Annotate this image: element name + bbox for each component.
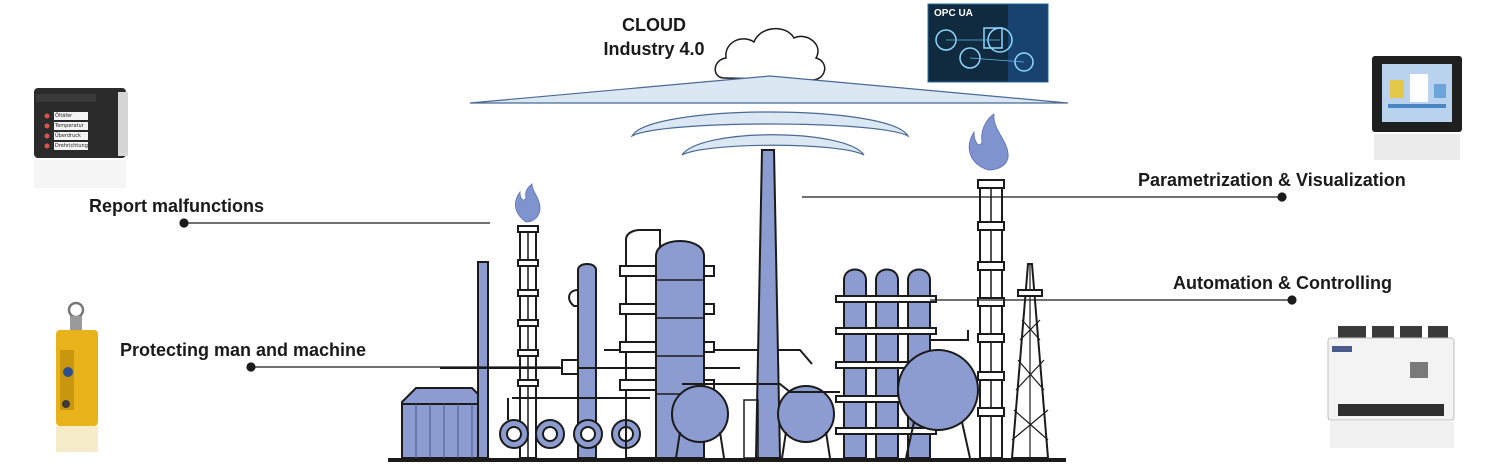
flame-icon (515, 183, 541, 223)
automation-controlling-label: Automation & Controlling (1173, 273, 1392, 293)
hmi-panel-image (1372, 56, 1462, 160)
cloud-title-line1: CLOUD (622, 15, 686, 35)
flame-icon (968, 113, 1009, 171)
refinery-plant (401, 149, 1050, 459)
opc-ua-badge: OPC UA (934, 8, 973, 19)
signal-arc-inner (681, 134, 865, 156)
protecting-man-and-machine-label: Protecting man and machine (120, 340, 367, 360)
relay-panel-rows: Öltäfer Temperatur Überdruck Drehrichtun… (55, 112, 88, 152)
monitoring-relay-image (34, 88, 128, 188)
parametrization-visualization-label: Parametrization & Visualization (1138, 170, 1406, 190)
callout-lines (179, 192, 1297, 372)
relay-row-label: Temperatur (55, 123, 84, 129)
pull-switch-image (56, 301, 98, 452)
antenna-dish (469, 75, 1069, 104)
report-malfunctions-label: Report malfunctions (89, 196, 265, 216)
relay-row-label: Überdruck (55, 133, 81, 139)
cloud-title-line2: Industry 4.0 (603, 39, 705, 59)
opc-ua-image (927, 3, 1049, 83)
signal-arc-outer (630, 111, 910, 138)
cloud-title: CLOUD Industry 4.0 (596, 13, 712, 61)
plc-controller-image (1327, 326, 1455, 448)
relay-row-label: Drehrichtung (55, 143, 88, 149)
cloud-icon (714, 28, 826, 81)
relay-row-label: Öltäfer (55, 113, 73, 119)
